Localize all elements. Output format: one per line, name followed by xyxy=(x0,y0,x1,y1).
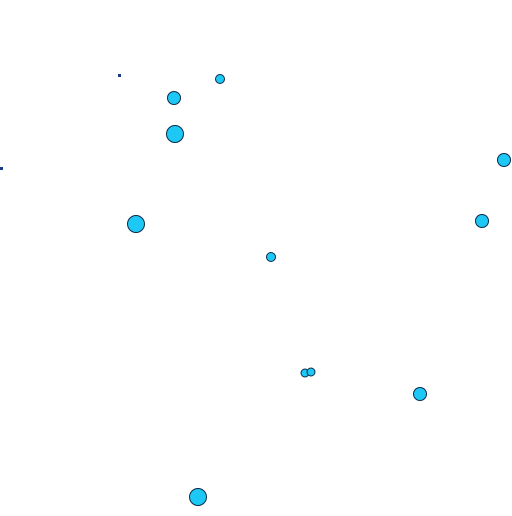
cell[interactable] xyxy=(127,215,145,233)
cell[interactable] xyxy=(167,91,181,105)
cell[interactable] xyxy=(475,214,489,228)
cell[interactable] xyxy=(266,252,276,262)
cell[interactable] xyxy=(306,367,316,377)
cell[interactable] xyxy=(497,153,511,167)
pellet xyxy=(0,167,3,170)
cell[interactable] xyxy=(215,74,225,84)
cell[interactable] xyxy=(413,387,427,401)
pellet xyxy=(118,74,121,77)
cell[interactable] xyxy=(166,125,184,143)
cell[interactable] xyxy=(189,488,207,506)
